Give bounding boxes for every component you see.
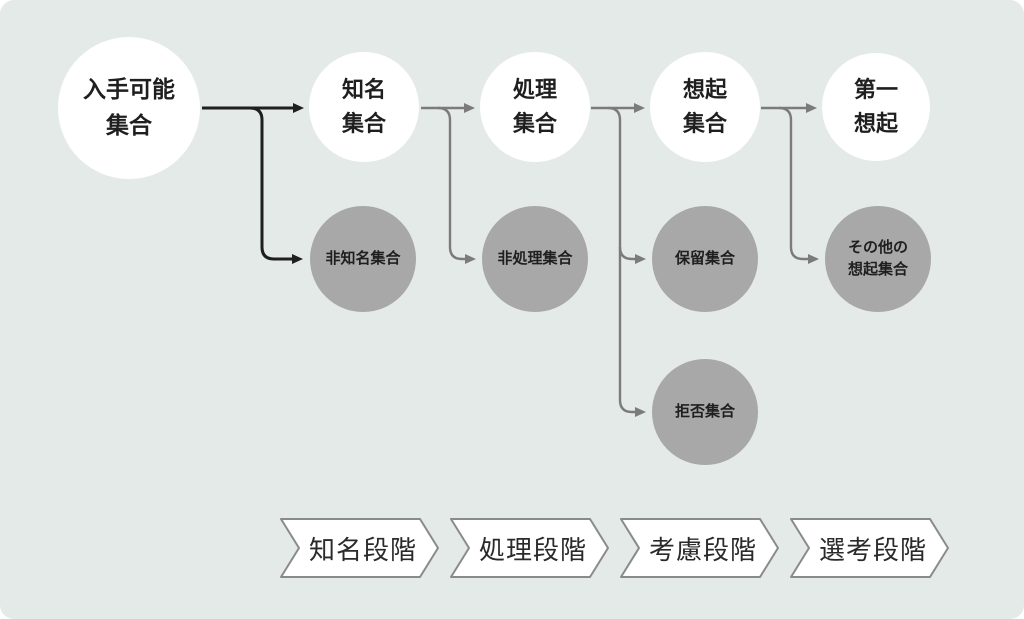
node-reject-set-label: 拒否集合 [674, 402, 735, 420]
chevron-banner-shape [790, 518, 949, 578]
chevron-banner-shape [450, 518, 609, 578]
node-available-set: 入手可能 集合 [58, 37, 200, 179]
node-reject-set: 拒否集合 [652, 359, 758, 465]
stage-processing: 処理段階 [450, 518, 610, 578]
arrow-available-to-aware [202, 103, 304, 264]
stage-processing-label: 処理段階 [478, 534, 587, 565]
node-awareness-set-label: 知名 集合 [341, 76, 386, 136]
node-hold-set: 保留集合 [652, 206, 758, 312]
node-other-recall-set-label: その他の 想起集合 [847, 238, 908, 279]
node-available-set-label: 入手可能 集合 [83, 76, 175, 138]
arrow-evoked-to-top-of-mind [761, 103, 819, 264]
node-other-recall-set: その他の 想起集合 [825, 206, 931, 312]
node-non-awareness-set: 非知名集合 [310, 206, 416, 312]
node-evoked-set-label: 想起 集合 [682, 76, 727, 136]
chevron-banner-shape [280, 518, 439, 578]
node-hold-set-label: 保留集合 [674, 249, 735, 267]
arrow-processing-to-evoked [591, 103, 646, 417]
stage-consideration-label: 考慮段階 [648, 534, 757, 565]
node-top-of-mind: 第一 想起 [822, 53, 930, 161]
node-non-awareness-set-label: 非知名集合 [325, 249, 401, 267]
node-evoked-set: 想起 集合 [650, 52, 760, 162]
node-processing-set-label: 処理 集合 [512, 76, 557, 136]
node-processing-set: 処理 集合 [480, 52, 590, 162]
node-awareness-set: 知名 集合 [309, 52, 419, 162]
stage-selection: 選考段階 [790, 518, 950, 578]
stage-awareness: 知名段階 [280, 518, 440, 578]
arrow-aware-to-processing [421, 103, 476, 264]
chevron-banner-shape [620, 518, 779, 578]
node-non-processing-set: 非処理集合 [482, 206, 588, 312]
stage-awareness-label: 知名段階 [308, 534, 417, 565]
stage-consideration: 考慮段階 [620, 518, 780, 578]
node-non-processing-set-label: 非処理集合 [497, 249, 573, 267]
stage-selection-label: 選考段階 [818, 534, 927, 565]
node-top-of-mind-label: 第一 想起 [853, 76, 898, 136]
